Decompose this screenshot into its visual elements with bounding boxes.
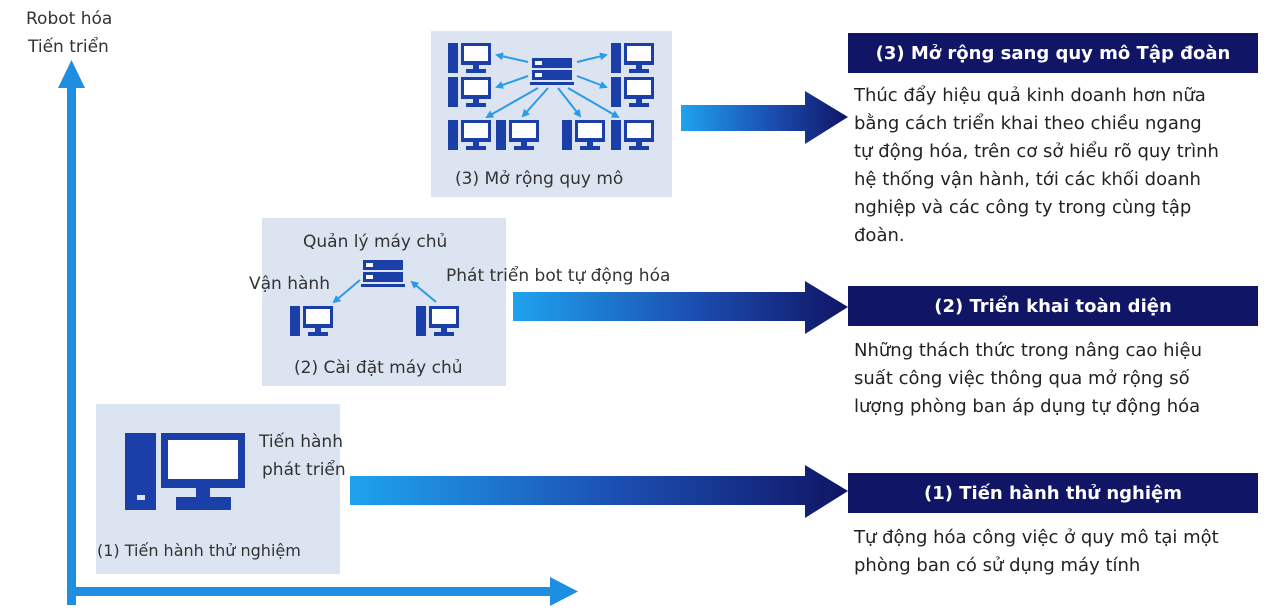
stage2-desc-line: Những thách thức trong nâng cao hiệu bbox=[854, 340, 1203, 361]
stage1-computer-icon bbox=[125, 433, 245, 510]
stage2-server-icon bbox=[361, 260, 405, 287]
stage2-right-arrow bbox=[410, 280, 437, 303]
stage3-desc-line: bằng cách triển khai theo chiều ngang bbox=[854, 113, 1202, 134]
stage2-right-pc-icon bbox=[416, 306, 459, 336]
stage1-desc-line: Tự động hóa công việc ở quy mô tại một bbox=[854, 527, 1219, 548]
y-axis-label-line2: Tiến triển bbox=[28, 37, 109, 57]
stage3-box-caption: (3) Mở rộng quy mô bbox=[455, 169, 624, 189]
y-axis-label-line1: Robot hóa bbox=[26, 9, 113, 29]
stage2-title: (2) Triển khai toàn diện bbox=[848, 286, 1258, 326]
stage2-box-caption: (2) Cài đặt máy chủ bbox=[294, 358, 463, 378]
stage1-side-label-line2: phát triển bbox=[262, 460, 346, 480]
stage3-pc-icon bbox=[448, 43, 491, 73]
stage2-left-arrow bbox=[332, 279, 361, 304]
stage3-desc-line: hệ thống vận hành, tới các khối doanh bbox=[854, 169, 1201, 190]
stage3-pc-icon bbox=[611, 120, 654, 150]
stage3-desc-line: Thúc đẩy hiệu quả kinh doanh hơn nữa bbox=[854, 85, 1206, 106]
stage3-pc-icon bbox=[496, 120, 539, 150]
stage2-right-label: Phát triển bot tự động hóa bbox=[446, 266, 671, 286]
stage1-description: Tự động hóa công việc ở quy mô tại một p… bbox=[854, 524, 1254, 580]
stage2-left-pc-icon bbox=[290, 306, 333, 336]
stage3-server-icon bbox=[530, 58, 574, 85]
stage1-side-label-line1: Tiến hành bbox=[259, 432, 343, 452]
stage3-arrow bbox=[681, 91, 848, 144]
stage3-pc-icon bbox=[448, 77, 491, 107]
stage3-desc-line: nghiệp và các công ty trong cùng tập bbox=[854, 197, 1192, 218]
stage3-pc-icon bbox=[562, 120, 605, 150]
stage2-desc-line: suất công việc thông qua mở rộng số bbox=[854, 368, 1190, 389]
stage3-connector-arrows bbox=[485, 52, 620, 119]
stage3-pc-icon bbox=[611, 77, 654, 107]
stage1-arrow bbox=[350, 465, 848, 518]
stage3-pc-icon bbox=[611, 43, 654, 73]
stage2-server-label: Quản lý máy chủ bbox=[303, 232, 448, 252]
stage2-description: Những thách thức trong nâng cao hiệu suấ… bbox=[854, 337, 1254, 421]
stage1-desc-line: phòng ban có sử dụng máy tính bbox=[854, 555, 1141, 576]
stage1-box-caption: (1) Tiến hành thử nghiệm bbox=[97, 541, 301, 560]
stage3-description: Thúc đẩy hiệu quả kinh doanh hơn nữa bằn… bbox=[854, 82, 1254, 250]
stage3-desc-line: đoàn. bbox=[854, 225, 905, 246]
stage2-arrow bbox=[513, 281, 848, 334]
y-axis-arrow bbox=[58, 60, 85, 605]
stage3-title: (3) Mở rộng sang quy mô Tập đoàn bbox=[848, 33, 1258, 73]
stage2-desc-line: lượng phòng ban áp dụng tự động hóa bbox=[854, 396, 1201, 417]
stage3-desc-line: tự động hóa, trên cơ sở hiểu rõ quy trìn… bbox=[854, 141, 1219, 162]
stage3-pc-icon bbox=[448, 120, 491, 150]
stage1-title: (1) Tiến hành thử nghiệm bbox=[848, 473, 1258, 513]
stage2-box bbox=[262, 218, 506, 386]
x-axis-arrow bbox=[67, 577, 578, 606]
stage2-left-label: Vận hành bbox=[249, 274, 330, 294]
